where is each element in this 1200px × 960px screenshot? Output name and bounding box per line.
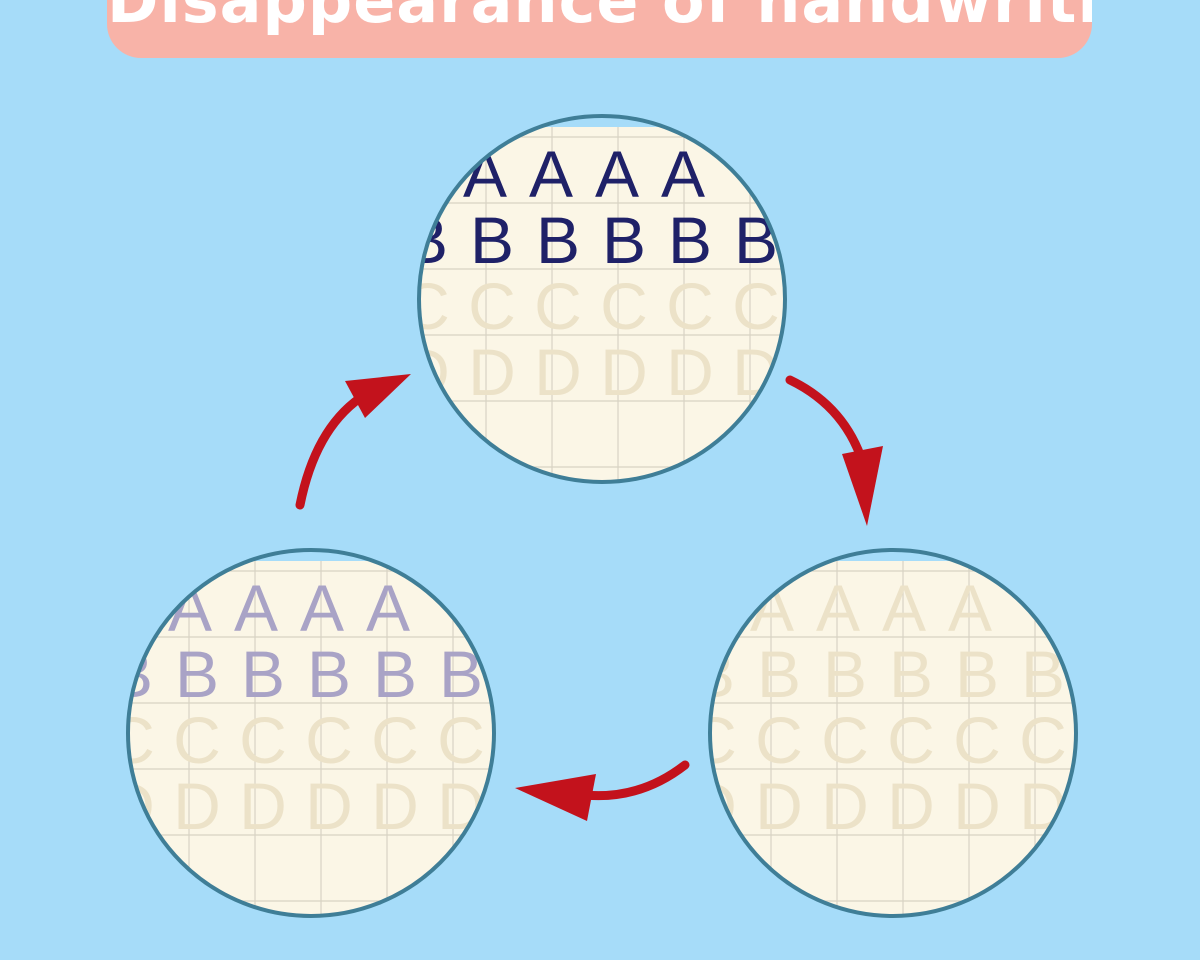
letter-a: A bbox=[661, 137, 705, 211]
letter-c: C bbox=[173, 703, 221, 777]
letter-b: B bbox=[241, 637, 285, 711]
letter-d: D bbox=[371, 769, 419, 843]
letter-c: C bbox=[402, 269, 450, 343]
letter-c: C bbox=[371, 703, 419, 777]
letter-d: D bbox=[887, 769, 935, 843]
letter-c: C bbox=[1019, 703, 1067, 777]
letter-b: B bbox=[1021, 637, 1065, 711]
circle-bottom-left-border bbox=[126, 548, 496, 918]
letter-b: B bbox=[757, 637, 801, 711]
letter-c: C bbox=[755, 703, 803, 777]
paper-background bbox=[419, 127, 785, 482]
letter-b: B bbox=[889, 637, 933, 711]
arrow-top-to-bottom-right bbox=[785, 375, 883, 526]
letter-d: D bbox=[600, 335, 648, 409]
letter-d: D bbox=[666, 335, 714, 409]
letter-d: D bbox=[468, 335, 516, 409]
letter-d: D bbox=[821, 769, 869, 843]
letter-b: B bbox=[175, 637, 219, 711]
circle-bottom-right-border bbox=[708, 548, 1078, 918]
letter-d: D bbox=[534, 335, 582, 409]
letter-a: A bbox=[234, 571, 278, 645]
letter-a: A bbox=[529, 137, 573, 211]
letter-c: C bbox=[305, 703, 353, 777]
letter-a: A bbox=[366, 571, 410, 645]
letter-d: D bbox=[173, 769, 221, 843]
letter-c: C bbox=[666, 269, 714, 343]
letter-b: B bbox=[602, 203, 646, 277]
letter-a: A bbox=[816, 571, 860, 645]
page-title: Disappearance of handwriting bbox=[107, 0, 1092, 37]
circle-top-border bbox=[417, 114, 787, 484]
arrow-bottom-left-to-top bbox=[295, 374, 411, 510]
title-banner: Disappearance of handwriting bbox=[107, 0, 1092, 58]
letter-c: C bbox=[239, 703, 287, 777]
letter-b: B bbox=[373, 637, 417, 711]
letter-c: C bbox=[437, 703, 485, 777]
letter-a: A bbox=[948, 571, 992, 645]
letter-a: A bbox=[595, 137, 639, 211]
letter-c: C bbox=[821, 703, 869, 777]
letter-c: C bbox=[953, 703, 1001, 777]
letter-c: C bbox=[468, 269, 516, 343]
letter-b: B bbox=[470, 203, 514, 277]
letter-a: A bbox=[882, 571, 926, 645]
letter-d: D bbox=[239, 769, 287, 843]
letter-c: C bbox=[534, 269, 582, 343]
letter-c: C bbox=[600, 269, 648, 343]
letter-d: D bbox=[305, 769, 353, 843]
letter-c: C bbox=[887, 703, 935, 777]
letter-d: D bbox=[107, 769, 155, 843]
letter-b: B bbox=[955, 637, 999, 711]
letter-b: B bbox=[734, 203, 778, 277]
letter-c: C bbox=[732, 269, 780, 343]
letter-b: B bbox=[439, 637, 483, 711]
letter-b: B bbox=[823, 637, 867, 711]
letter-b: B bbox=[307, 637, 351, 711]
arrow-bottom-right-to-bottom-left bbox=[515, 760, 690, 821]
letter-d: D bbox=[689, 769, 737, 843]
letter-b: B bbox=[536, 203, 580, 277]
letter-d: D bbox=[953, 769, 1001, 843]
letter-a: A bbox=[300, 571, 344, 645]
letter-b: B bbox=[668, 203, 712, 277]
letter-d: D bbox=[755, 769, 803, 843]
